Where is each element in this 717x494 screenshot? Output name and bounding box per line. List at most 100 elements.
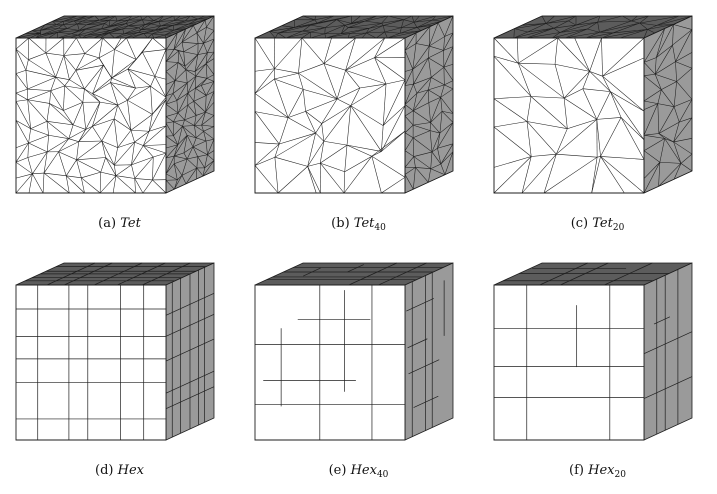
mesh-edge [84, 37, 103, 54]
mesh-edge [15, 101, 31, 129]
mesh-edge [182, 126, 197, 139]
mesh-edge [15, 120, 31, 129]
mesh-edge [574, 37, 590, 72]
mesh-edge [254, 156, 275, 166]
mesh-edge [81, 177, 101, 194]
mesh-edge [441, 15, 454, 22]
mesh-edge [178, 50, 184, 52]
mesh-edge [643, 162, 661, 179]
mesh-edge [437, 143, 454, 149]
mesh-edge [177, 104, 188, 114]
mesh-edge [173, 23, 198, 31]
mesh-edge [58, 151, 77, 161]
mesh-edge [643, 150, 661, 163]
mesh-edge [415, 167, 429, 183]
mesh-edge [151, 33, 155, 39]
mesh-edge [654, 24, 674, 34]
mesh-edge [432, 15, 436, 21]
mesh-edge [610, 91, 622, 118]
mesh-edge [158, 15, 164, 22]
mesh-edge [81, 34, 88, 39]
mesh-edge [205, 138, 215, 142]
mesh-edge [431, 77, 445, 86]
mesh-edge [25, 70, 56, 78]
mesh-edge [165, 112, 179, 117]
mesh-edge [366, 32, 377, 39]
mesh-edge [187, 101, 194, 106]
mesh-edge [63, 55, 70, 80]
mesh-edge [173, 28, 188, 31]
mesh-edge [346, 105, 352, 146]
mesh-edge [643, 62, 656, 75]
mesh-edge [148, 99, 167, 132]
mesh-edge [387, 32, 401, 39]
mesh-edge [388, 15, 404, 20]
mesh-edge [186, 82, 189, 93]
mesh-edge [302, 24, 311, 32]
mesh-edge [378, 262, 427, 286]
mesh-edge [518, 62, 565, 99]
mesh-edge [57, 30, 80, 33]
mesh-edge [111, 68, 128, 79]
top-face-mesh [254, 15, 454, 39]
mesh-edge [440, 88, 454, 98]
mesh-edge [49, 103, 74, 126]
mesh-edge [203, 38, 215, 44]
mesh-edge [404, 132, 414, 139]
mesh-edge [192, 146, 198, 157]
mesh-edge [307, 132, 316, 167]
mesh-edge [165, 135, 179, 145]
mesh-edge [413, 182, 429, 190]
mesh-edge [92, 104, 118, 127]
mesh-edge [319, 141, 325, 164]
mesh-edge [15, 37, 29, 50]
mesh-edge [200, 85, 207, 96]
mesh-edge [81, 171, 101, 179]
mesh-edge [404, 156, 414, 168]
mesh-edge [205, 63, 215, 75]
mesh-edge [428, 26, 431, 47]
mesh-edge [404, 43, 417, 51]
mesh-edge [99, 15, 116, 21]
mesh-edge [559, 24, 577, 33]
mesh-edge [428, 102, 431, 123]
mesh-edge [140, 24, 145, 30]
mesh-edge [197, 154, 208, 157]
mesh-edge [202, 170, 215, 177]
mesh-edge [371, 151, 382, 157]
mesh-edge [323, 105, 351, 142]
mesh-edge [68, 124, 74, 139]
mesh-edge [196, 27, 207, 34]
mesh-edge [596, 117, 622, 120]
mesh-edge [314, 15, 335, 21]
mesh-edge [673, 81, 677, 107]
mesh-edge [94, 15, 100, 21]
mesh-edge [152, 37, 167, 50]
mesh-edge [77, 20, 83, 25]
mesh-edge [40, 27, 59, 31]
mesh-edge [197, 43, 204, 55]
mesh-edge [428, 89, 441, 98]
caption-label: (d) [95, 463, 114, 478]
mesh-edge [437, 22, 445, 37]
mesh-edge [274, 78, 304, 90]
mesh-edge [29, 32, 41, 39]
mesh-edge [40, 32, 58, 36]
mesh-edge [122, 25, 129, 30]
mesh-edge [254, 68, 275, 94]
mesh-edge [658, 121, 680, 134]
mesh-edge [658, 162, 661, 187]
mesh-edge [412, 137, 415, 157]
mesh-edge [205, 111, 215, 116]
mesh-edge [274, 37, 303, 69]
mesh-edge [173, 119, 185, 123]
mesh-edge [63, 15, 88, 22]
mesh-edge [143, 144, 167, 146]
mesh-edge [526, 121, 532, 157]
mesh-edge [443, 46, 454, 68]
mesh-edge [493, 96, 532, 100]
mesh-edge [63, 20, 74, 25]
mesh-edge [110, 82, 136, 89]
mesh-edge [109, 19, 118, 22]
mesh-edge [678, 99, 693, 123]
